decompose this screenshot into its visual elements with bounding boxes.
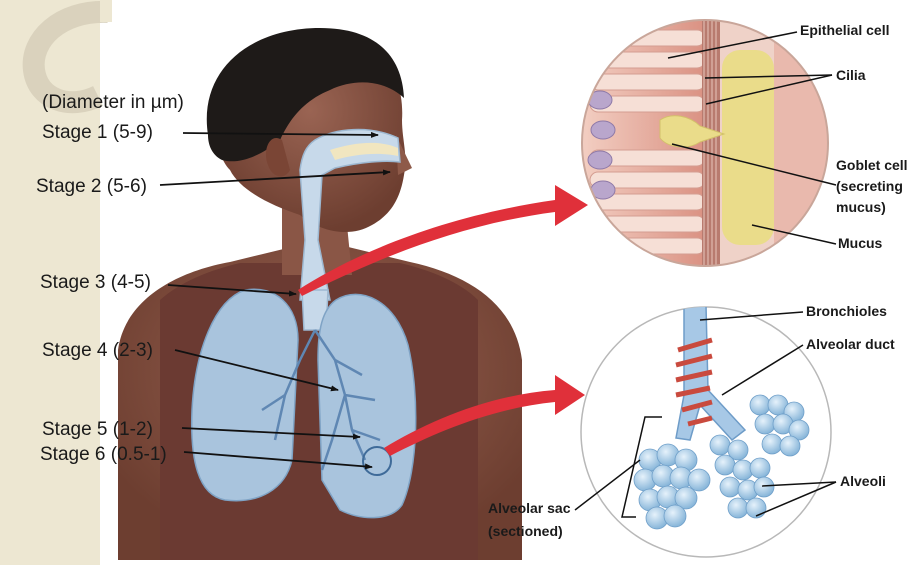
bronchioles-label: Bronchioles	[806, 303, 887, 319]
background-panel-top	[100, 0, 112, 22]
stage2-label: Stage 2 (5-6)	[36, 176, 147, 197]
alveoli-label: Alveoli	[840, 473, 886, 489]
goblet-cell-label-line2: (secreting	[836, 178, 903, 194]
upper-inset	[580, 18, 834, 278]
stage3-label: Stage 3 (4-5)	[40, 272, 151, 293]
mucus-label: Mucus	[838, 235, 883, 251]
alveolar-sac-label-line1: Alveolar sac	[488, 500, 571, 516]
stage6-label: Stage 6 (0.5-1)	[40, 444, 167, 465]
stage5-label: Stage 5 (1-2)	[42, 419, 153, 440]
epithelial-cell-label: Epithelial cell	[800, 22, 889, 38]
lower-inset	[581, 305, 831, 557]
mucus-layer	[722, 50, 774, 245]
alveolar-duct-label: Alveolar duct	[806, 336, 895, 352]
left-lung	[318, 294, 416, 517]
goblet-cell-label-line1: Goblet cell	[836, 157, 908, 173]
cilia-band	[702, 18, 720, 278]
cilia-label: Cilia	[836, 67, 866, 83]
stage4-label: Stage 4 (2-3)	[42, 340, 153, 361]
alveolar-sac-label-line2: (sectioned)	[488, 523, 563, 539]
diameter-header: (Diameter in µm)	[42, 92, 184, 113]
stage1-label: Stage 1 (5-9)	[42, 122, 153, 143]
goblet-cell-label-line3: mucus)	[836, 199, 886, 215]
